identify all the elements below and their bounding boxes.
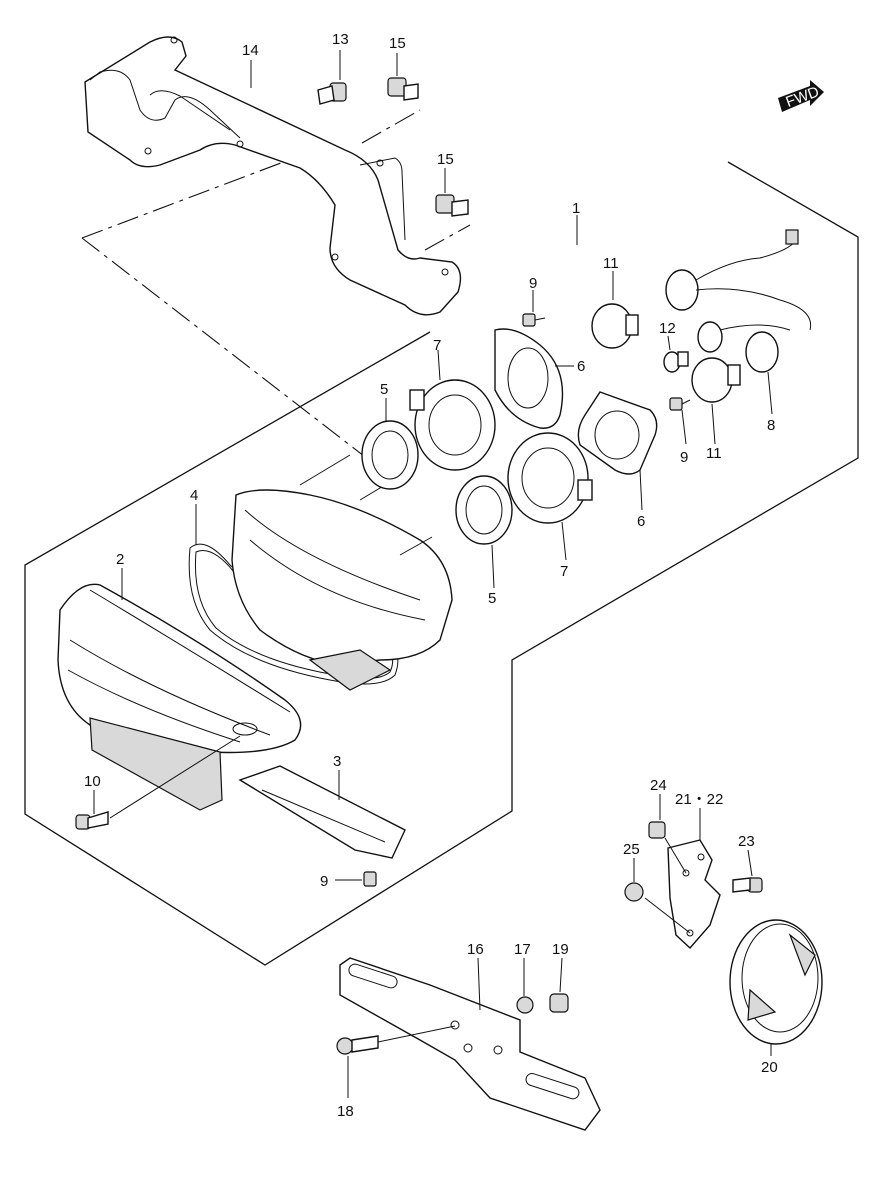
bolt-13 [317,82,347,105]
bolt-15-lower [435,194,469,217]
callout-21-22: 21・22 [675,791,723,808]
callout-23: 23 [738,833,755,850]
callout-5: 5 [488,590,496,607]
screw-9-mid [669,397,691,411]
callout-15: 15 [389,35,406,52]
bulb-11-lower [691,357,741,403]
screw-9-upper [522,313,546,327]
tail-lamp-lens [57,583,302,811]
rear-bracket [84,36,462,316]
callout-14: 14 [242,42,259,59]
lamp-housing [231,454,453,691]
reference-line-bolt13 [361,109,421,144]
callout-8: 8 [767,417,775,434]
callout-6: 6 [577,358,585,375]
callout-25: 25 [623,841,640,858]
callout-16: 16 [467,941,484,958]
bulb-11-upper [591,303,639,349]
screw-23 [732,877,763,893]
plate-light-lens [238,765,406,859]
gasket-6-lower [577,391,658,475]
assembly-outline [24,161,859,966]
reference-line-top [81,151,311,239]
callout-3: 3 [333,753,341,770]
nut-24 [648,821,666,839]
callout-19: 19 [552,941,569,958]
callout-20: 20 [761,1059,778,1076]
callout-18: 18 [337,1103,354,1120]
callout-4: 4 [190,487,198,504]
callout-6: 6 [637,513,645,530]
callout-7: 7 [433,337,441,354]
reference-line-bolt15 [424,224,471,251]
bulb-holder-7-upper [409,379,496,471]
callout-11: 11 [706,445,722,462]
socket-ring-5-upper [361,420,419,490]
callout-9: 9 [680,449,688,466]
nut-19 [549,993,569,1013]
callout-9: 9 [320,873,328,890]
screw-9-lower [363,871,377,887]
washer-25 [624,882,644,902]
callout-10: 10 [84,773,101,790]
callout-1: 1 [572,200,580,217]
callout-5: 5 [380,381,388,398]
callout-15: 15 [437,151,454,168]
callout-24: 24 [650,777,667,794]
socket-harness [665,229,812,373]
reflector-bracket [667,839,721,950]
leader-lines [93,50,773,1098]
callout-11: 11 [603,255,619,272]
socket-ring-5-lower [455,475,513,545]
reference-line-mid [81,237,383,471]
callout-12: 12 [659,320,676,337]
reflector [729,919,823,1045]
bulb-12 [663,351,689,373]
washer-17 [516,996,534,1014]
screw-10 [75,811,109,830]
fwd-arrow-icon: FWD [778,80,824,112]
callout-7: 7 [560,563,568,580]
callout-9: 9 [529,275,537,292]
bolt-15-upper [387,77,419,101]
callout-2: 2 [116,551,124,568]
screw-18 [336,1035,379,1055]
license-plate-bracket [339,957,601,1131]
gasket-6-upper [494,328,564,429]
callout-17: 17 [514,941,531,958]
callout-13: 13 [332,31,349,48]
fwd-label: FWD [784,83,822,111]
bulb-holder-7-lower [507,432,593,524]
